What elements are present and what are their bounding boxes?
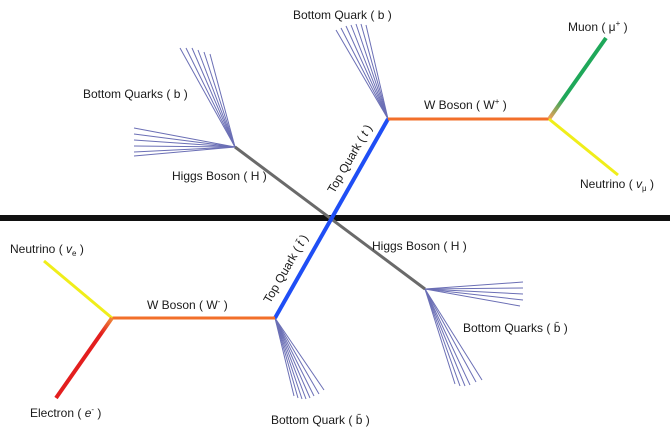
jet1-line-6	[360, 23, 389, 120]
jet2-line-3	[191, 47, 236, 148]
jet4-line-1	[274, 317, 295, 397]
jet2-line-6	[209, 53, 236, 148]
jet4-line-8	[274, 317, 325, 391]
label-bottom-quarks-upper: Bottom Quarks ( b )	[83, 87, 188, 101]
jet2-line-1	[179, 47, 236, 148]
label-neutrino-mu: Neutrino ( vμ )	[580, 177, 654, 193]
label-neutrino-e: Neutrino ( ve )	[10, 242, 84, 258]
label-muon: Muon ( μ+ )	[568, 19, 628, 34]
jet3-line-6	[424, 288, 456, 385]
jet3-line-1	[424, 281, 524, 290]
label-higgs-lower: Higgs Boson ( H )	[372, 239, 467, 253]
neutrino-e-line	[43, 259, 113, 320]
jet-bottom-quark-top	[335, 23, 389, 120]
label-bottom-quarks-lower: Bottom Quarks ( b̄ )	[463, 321, 568, 335]
label-higgs-upper: Higgs Boson ( H )	[172, 169, 267, 183]
jet2-line-2	[185, 47, 236, 148]
jet2-line-4	[197, 49, 236, 148]
muon-line	[547, 36, 608, 121]
jet2-line-5	[203, 51, 236, 148]
jet4-line-7	[274, 317, 320, 395]
jet1-line-4	[350, 24, 389, 120]
jet2-line-11	[133, 146, 236, 153]
jet3-line-2	[424, 287, 524, 290]
jet2-line-12	[133, 146, 236, 157]
jet3-line-5	[424, 288, 521, 307]
jet-bundles	[133, 23, 524, 400]
jet1-line-1	[335, 29, 389, 120]
jet2-line-9	[133, 139, 236, 148]
label-bottom-quark-bottom: Bottom Quark ( b̄ )	[271, 413, 370, 427]
jet2-line-8	[133, 133, 236, 148]
jet4-line-5	[274, 317, 311, 399]
jet1-line-3	[345, 25, 389, 120]
jet3-line-3	[424, 288, 524, 295]
jet2-line-7	[133, 127, 236, 148]
label-bottom-quark-top: Bottom Quark ( b )	[293, 8, 392, 22]
jet4-line-4	[274, 317, 307, 400]
jet4-line-3	[274, 317, 303, 400]
jet4-line-2	[274, 317, 299, 399]
label-electron: Electron ( e- )	[30, 405, 101, 420]
jet3-line-10	[424, 288, 477, 383]
label-w-boson-minus: W Boson ( W- )	[147, 297, 228, 312]
jet-bottom-quarks-upper	[133, 47, 236, 157]
jet4-line-6	[274, 317, 315, 397]
jet-bottom-quark-bottom	[274, 317, 325, 400]
jet1-line-2	[340, 27, 389, 120]
jet3-line-9	[424, 288, 471, 386]
jet1-line-5	[355, 23, 389, 120]
jet-bottom-quarks-lower	[424, 281, 524, 387]
jet3-line-11	[424, 288, 483, 381]
jet3-line-8	[424, 288, 466, 387]
top-quark-line	[273, 118, 390, 319]
electron-line	[54, 316, 114, 400]
jet3-line-4	[424, 288, 524, 301]
jet2-line-10	[133, 145, 236, 148]
jet3-line-7	[424, 288, 461, 387]
label-w-boson-plus: W Boson ( W+ )	[424, 97, 507, 112]
neutrino-mu-line	[548, 117, 619, 177]
jet1-line-7	[365, 24, 389, 120]
